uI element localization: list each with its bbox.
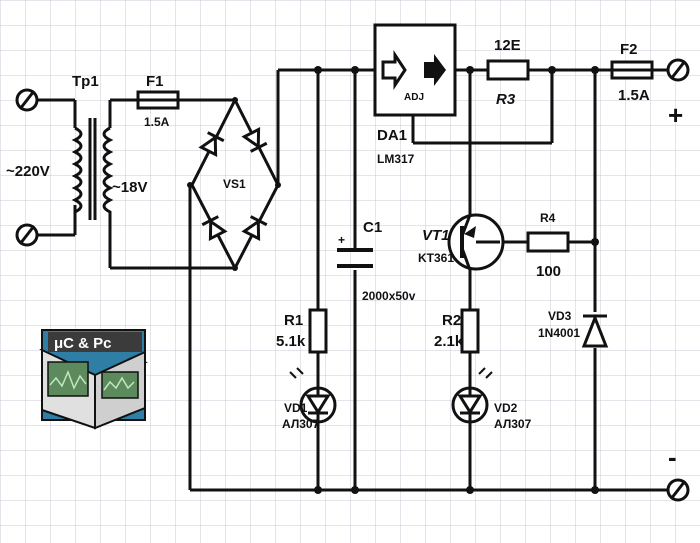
label-r4-value: 100 [536,263,561,280]
label-r3-value: 12E [494,37,521,54]
bridge-node-left [187,182,193,188]
bridge-node-bottom [232,265,238,271]
label-r3: R3 [496,91,516,108]
label-vd3: VD3 [548,309,572,323]
label-vd3-part: 1N4001 [538,326,580,340]
label-capacitor: C1 [363,219,382,236]
transformer-coils [71,118,114,220]
terminal-positive [666,58,690,82]
led-vd1 [299,386,337,424]
label-regulator-part: LM317 [377,152,415,166]
label-r2-value: 2.1k [434,333,464,350]
label-bridge: VS1 [223,177,246,191]
led-vd1-rays [289,367,304,379]
label-regulator-pin: ADJ [404,92,424,103]
label-minus: - [668,442,677,472]
bridge-node-right [275,182,281,188]
resistor-r4 [526,231,570,253]
label-plus: + [668,100,683,130]
capacitor-plus-sign: + [338,233,345,247]
resistor-r2 [460,308,480,354]
label-transformer: Tp1 [72,73,99,90]
logo-text: μC & Pc [54,335,112,352]
capacitor-c1 [337,248,373,268]
led-vd2-rays [478,367,493,379]
junctions [314,66,599,494]
label-vd2: VD2 [494,401,518,415]
label-r1-value: 5.1k [276,333,306,350]
terminal-mains-top [15,88,39,112]
transistor-arrow [464,226,476,238]
label-secondary-voltage: ~18V [112,179,147,196]
label-transistor: VT1 [422,227,450,244]
label-r1: R1 [284,312,303,329]
label-vd1-part: АЛ307 [282,417,320,431]
label-transistor-part: KT361 [418,251,454,265]
fuse-f2 [610,60,654,80]
diode-vd3 [581,313,609,348]
label-fuse2-rating: 1.5A [618,87,650,104]
label-vd2-part: АЛ307 [494,417,532,431]
bridge-node-top [232,97,238,103]
logo-uc-pc: μC & Pc [39,329,148,430]
label-r2: R2 [442,312,461,329]
label-fuse2: F2 [620,41,638,58]
label-r4: R4 [540,211,556,225]
label-mains-voltage: ~220V [6,163,50,180]
label-fuse1: F1 [146,73,164,90]
resistor-r3 [486,59,530,81]
terminal-mains-bottom [15,223,39,247]
label-fuse1-rating: 1.5A [144,115,170,129]
label-regulator: DA1 [377,127,407,144]
label-vd1: VD1 [284,401,308,415]
resistor-r1 [308,308,328,354]
label-capacitor-value: 2000x50v [362,289,416,303]
regulator-lm317 [373,23,457,117]
terminal-negative [666,478,690,502]
transistor-vt1 [447,213,505,271]
fuse-f1 [136,90,180,110]
led-vd2 [451,386,489,424]
